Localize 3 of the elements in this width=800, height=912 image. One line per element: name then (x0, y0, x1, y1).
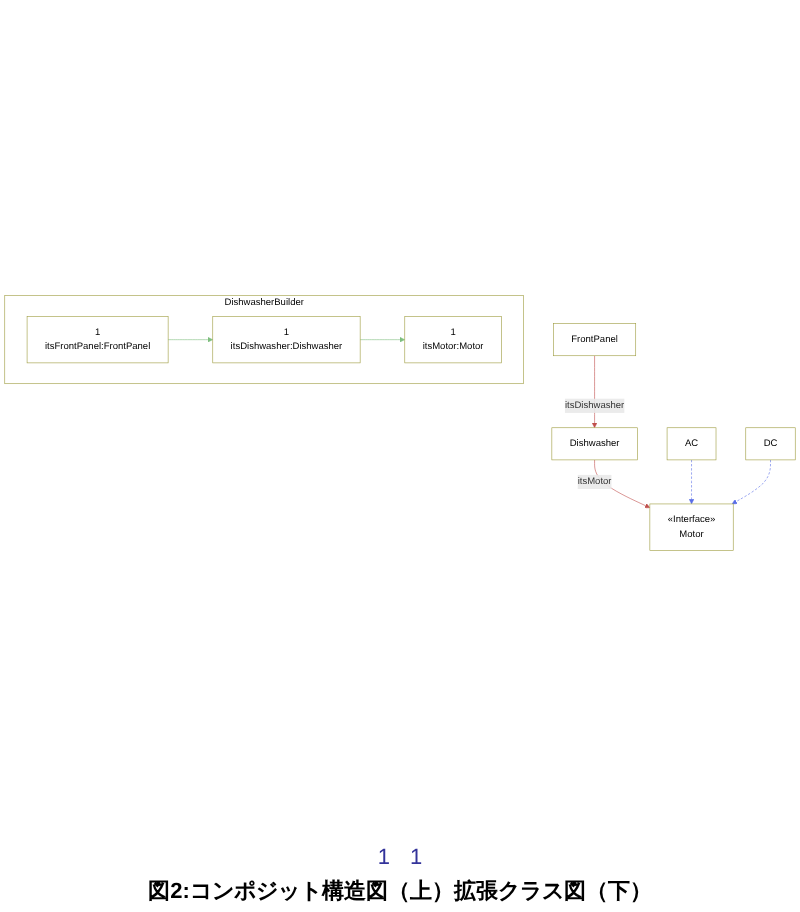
multiplicity-label: 1 (410, 846, 423, 870)
multiplicity-label: 1 (377, 846, 390, 870)
caption: 図2:コンポジット構造図（上）拡張クラス図（下） (148, 877, 652, 908)
